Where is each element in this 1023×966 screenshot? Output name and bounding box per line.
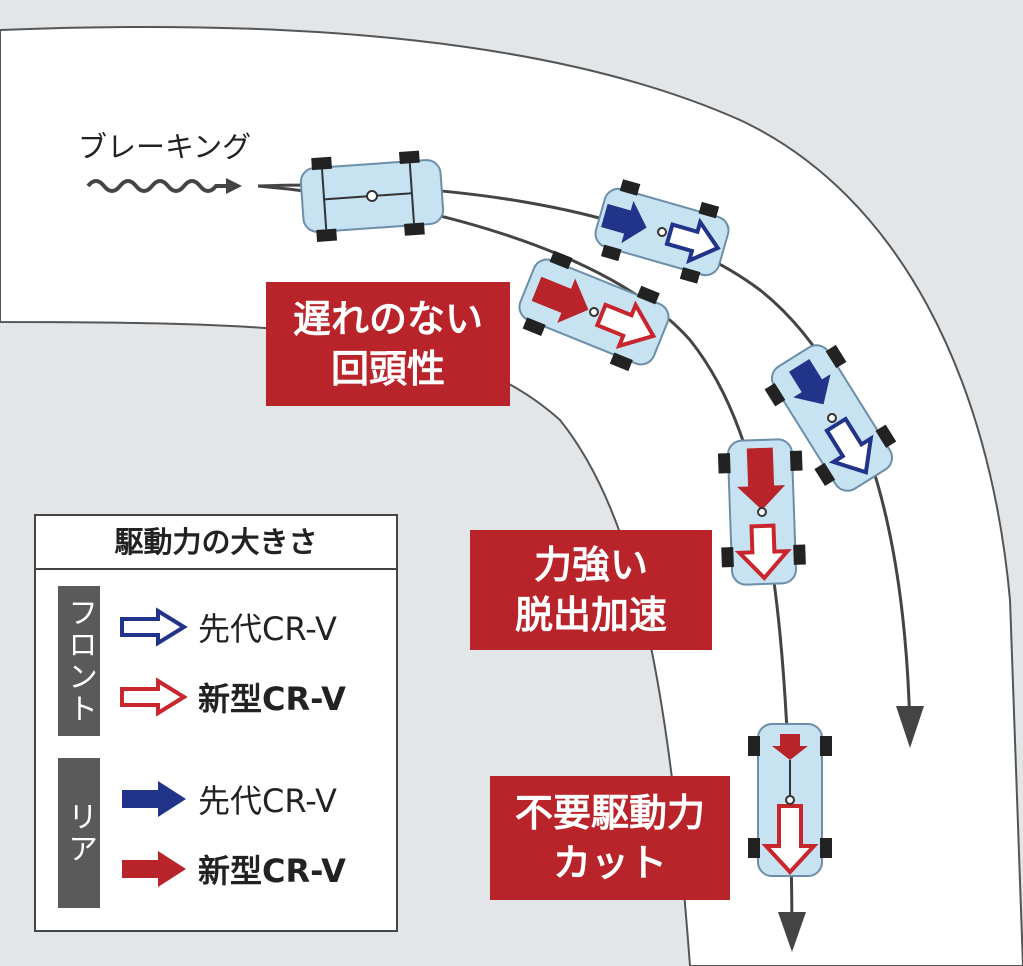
- filled-arrow-blue-icon: [122, 781, 186, 817]
- legend-group-rear: リア: [58, 758, 100, 908]
- callout-turn-in: 遅れのない 回頭性: [266, 282, 510, 406]
- callout-turn-in-line2: 回頭性: [330, 347, 445, 391]
- callout-cut-line2: カット: [552, 841, 667, 885]
- legend: 駆動力の大きさ フロント リア 先代CR-V 新型CR-V 先代CR-V 新型C…: [34, 514, 398, 932]
- prev-trajectory-arrowhead-icon: [896, 706, 924, 748]
- legend-title: 駆動力の大きさ: [36, 516, 396, 570]
- legend-item-front-prev: 先代CR-V: [118, 602, 337, 652]
- car-new-turn-in: [518, 250, 670, 372]
- braking-label: ブレーキング: [78, 130, 252, 164]
- braking-arrowhead-icon: [226, 178, 242, 194]
- outline-arrow-red-icon: [120, 677, 188, 717]
- callout-exit-line2: 脱出加速: [514, 593, 667, 637]
- outline-arrow-blue-icon: [120, 607, 188, 647]
- callout-turn-in-line1: 遅れのない: [292, 297, 483, 341]
- car-prev-turn-in: [594, 179, 730, 284]
- legend-item-rear-new: 新型CR-V: [118, 844, 346, 894]
- legend-label-front-new: 新型CR-V: [198, 680, 346, 718]
- new-trajectory-arrowhead-icon: [778, 912, 806, 952]
- legend-item-front-new: 新型CR-V: [118, 672, 346, 722]
- car-new-cruising: [748, 723, 832, 877]
- callout-cut: 不要駆動力 カット: [490, 776, 730, 900]
- callout-cut-line1: 不要駆動力: [514, 791, 705, 835]
- braking-wave-icon: [86, 179, 232, 193]
- legend-item-rear-prev: 先代CR-V: [118, 774, 337, 824]
- car-braking: [299, 150, 445, 242]
- car-new-exit: [717, 438, 806, 586]
- callout-exit-line1: 力強い: [533, 543, 648, 587]
- filled-arrow-red-icon: [122, 851, 186, 887]
- legend-label-rear-prev: 先代CR-V: [198, 782, 337, 820]
- callout-exit: 力強い 脱出加速: [470, 530, 712, 650]
- legend-label-front-prev: 先代CR-V: [198, 610, 337, 648]
- legend-label-rear-new: 新型CR-V: [198, 852, 346, 890]
- legend-group-front: フロント: [58, 586, 100, 736]
- car-prev-exit: [764, 344, 897, 492]
